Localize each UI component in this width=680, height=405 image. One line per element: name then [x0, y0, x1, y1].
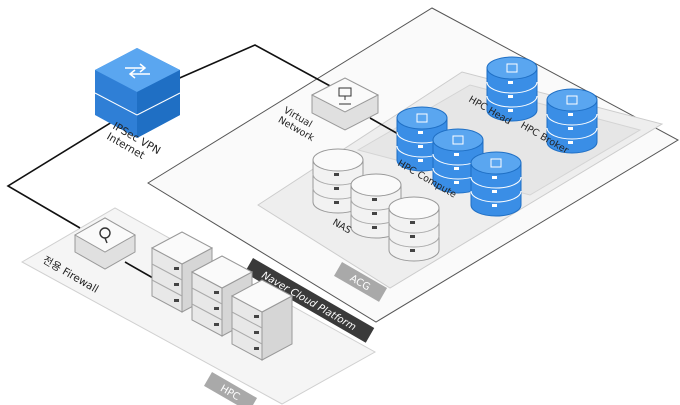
- nas-storage-icon: [388, 196, 440, 262]
- firewall-icon: [73, 217, 137, 270]
- hpc-server-icon: [230, 279, 294, 361]
- vpn-router-icon: [94, 48, 181, 138]
- connection-line-internet: [174, 44, 366, 106]
- hpc-compute-server-icon: [470, 151, 522, 217]
- connection-line-vpn: [6, 121, 113, 229]
- hpc-head-server-icon: [486, 56, 538, 122]
- hpc-broker-server-icon: [546, 88, 598, 154]
- connection-line-vnet: [369, 117, 401, 136]
- virtual-network-icon: [310, 77, 380, 131]
